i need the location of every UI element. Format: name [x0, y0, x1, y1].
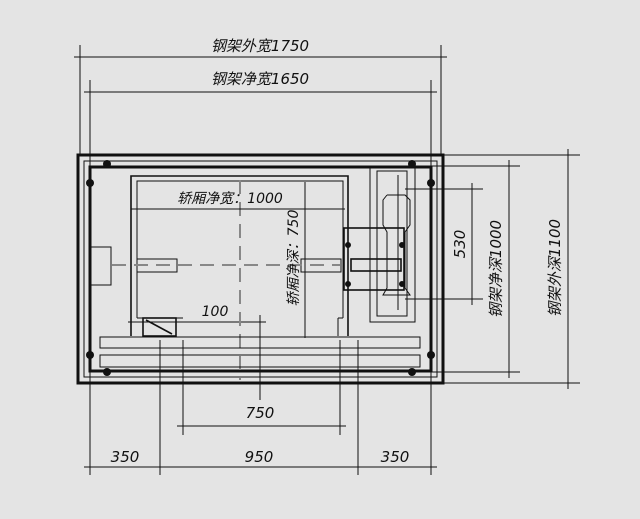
extension-lines: [79, 45, 580, 475]
dim-door-width: 750: [246, 404, 275, 422]
dim-center-span: 950: [245, 448, 274, 466]
dim-frame-outer-depth: 钢架外深1100: [546, 219, 564, 317]
dim-counterweight-depth: 530: [451, 230, 469, 259]
door-sills: [99, 336, 421, 368]
dim-car-clear-width: 轿厢净宽：1000: [177, 191, 283, 207]
dim-left-margin: 350: [111, 448, 140, 466]
dim-offset: 100: [202, 304, 229, 320]
steel-frame: [76, 153, 445, 385]
dimension-lines: [74, 56, 569, 468]
dim-right-margin: 350: [381, 448, 410, 466]
elevator-car: [90, 175, 349, 380]
dim-frame-clear-width: 钢架净宽1650: [211, 70, 309, 88]
dim-frame-clear-depth: 钢架净深1000: [487, 220, 505, 318]
dim-car-clear-depth: 轿厢净深：750: [286, 210, 302, 307]
dim-frame-outer-width: 钢架外宽1750: [211, 37, 309, 55]
counterweight: [343, 166, 416, 323]
